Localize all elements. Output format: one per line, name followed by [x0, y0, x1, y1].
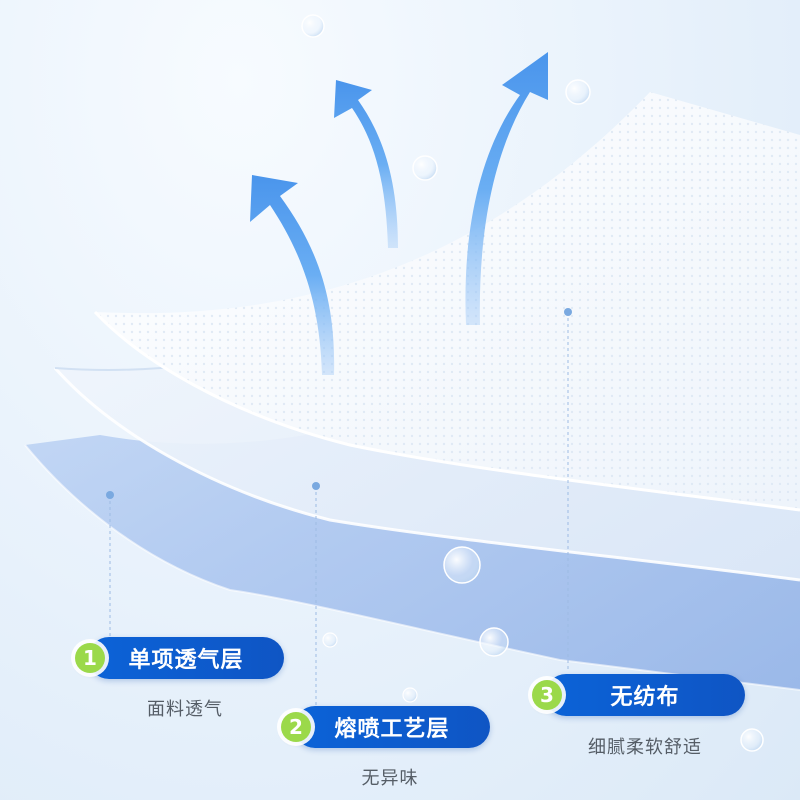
layer-2-title-pill: 熔喷工艺层 — [294, 706, 490, 748]
layer-2-number: 2 — [289, 715, 303, 739]
layer-2-subtitle: 无异味 — [361, 768, 419, 789]
layer-1-number-badge: 1 — [75, 643, 105, 673]
layer-3-title: 无纺布 — [610, 685, 680, 710]
layer-1-number: 1 — [83, 646, 97, 670]
layer-1-title: 单项透气层 — [128, 648, 244, 673]
layer-1-title-pill: 单项透气层 — [88, 637, 284, 679]
layer-3-title-pill: 无纺布 — [545, 674, 745, 716]
breathable-arrow-icon — [465, 52, 548, 325]
layer-2-number-badge: 2 — [281, 712, 311, 742]
layer-3-number-badge: 3 — [532, 680, 562, 710]
guide-lines — [106, 308, 572, 705]
layer-1-subtitle: 面料透气 — [147, 699, 223, 720]
layer-2-title: 熔喷工艺层 — [334, 717, 450, 742]
layer-3-subtitle: 细腻柔软舒适 — [588, 737, 702, 758]
bubble-icon — [301, 14, 764, 752]
layer-3-number: 3 — [540, 683, 554, 707]
breathable-arrow-icon — [334, 80, 398, 248]
breathable-arrow-icon — [250, 175, 335, 375]
